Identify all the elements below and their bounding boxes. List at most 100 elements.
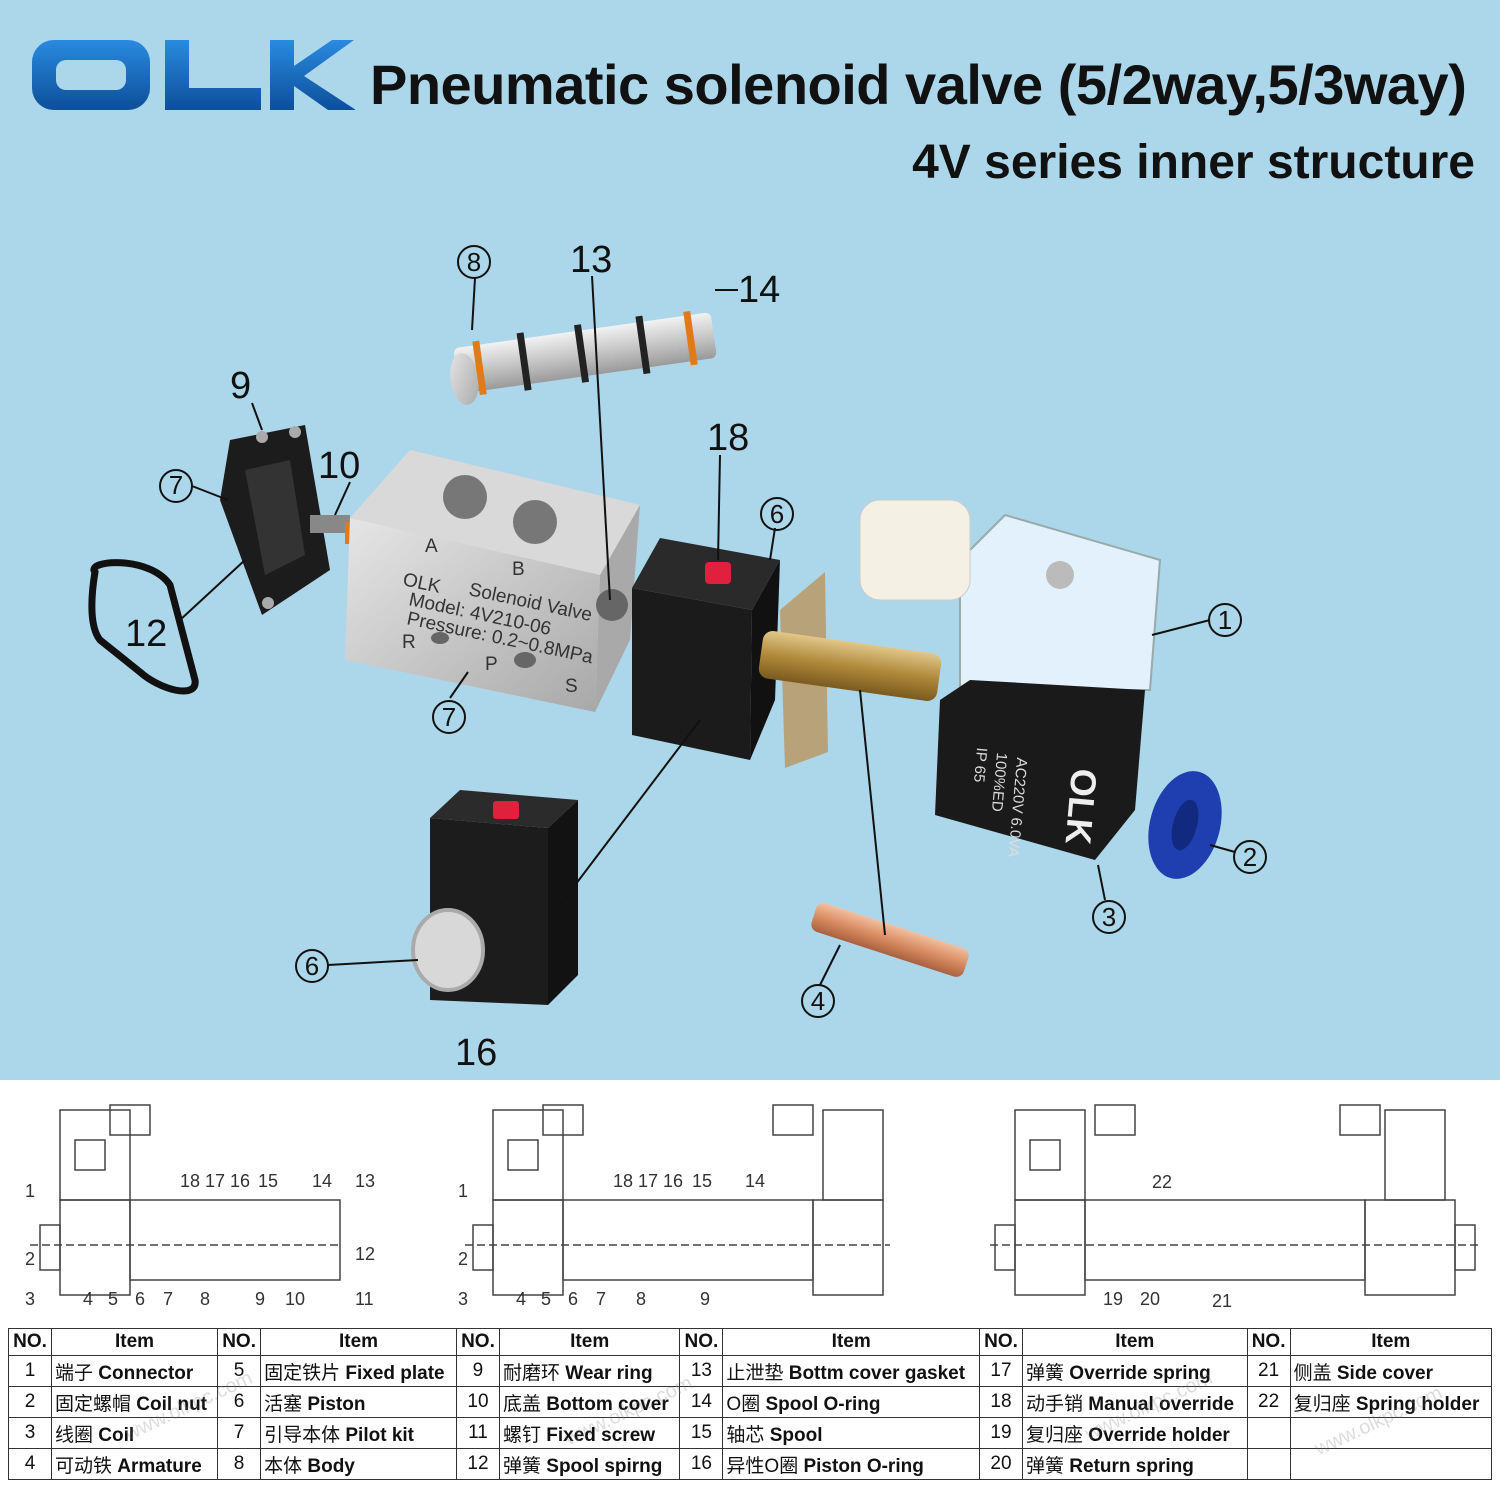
part-item: 底盖 Bottom cover [498,1386,681,1418]
port-a-text: A [425,536,438,557]
part-name-en: Side cover [1336,1362,1433,1384]
part-item: 可动铁 Armature [50,1448,219,1480]
part-name-cn: 线圈 [55,1424,94,1446]
part-name-en: Spring holder [1355,1393,1480,1415]
d1-label-6: 6 [135,1289,145,1309]
part-name-cn: 弹簧 [1026,1362,1065,1384]
col-no: NO. [217,1328,262,1356]
callout-3: 3 [1092,900,1126,934]
d1-label-7: 7 [163,1289,173,1309]
d3-label-19: 19 [1103,1289,1123,1309]
part-item: 异性O圈 Piston O-ring [722,1448,980,1480]
d2-label-4: 4 [516,1289,526,1309]
part-item: O圈 Spool O-ring [722,1386,980,1418]
part-number: 1 [8,1355,52,1387]
part-item [1289,1448,1493,1480]
part-item: 线圈 Coil [50,1417,219,1449]
part-name-cn: 止泄垫 [726,1362,784,1384]
part-name-cn: 引导本体 [264,1424,341,1446]
d1-label-11: 11 [355,1289,374,1309]
col-item: Item [1022,1328,1248,1356]
part-name-en: Piston O-ring [803,1455,924,1477]
callout-1: 1 [1208,603,1242,637]
part-number [1246,1417,1291,1449]
part-number: 21 [1246,1355,1291,1387]
part-number [1246,1448,1291,1480]
d1-label-13: 13 [355,1171,375,1191]
d1-label-12: 12 [355,1244,375,1264]
armature-tube-part [758,631,942,701]
part-name-en: Body [307,1455,355,1477]
part-name-en: Spool [769,1424,823,1446]
col-no: NO. [455,1328,500,1356]
svg-text:1: 1 [1218,605,1232,635]
d2-label-9: 9 [700,1289,710,1309]
part-name-cn: 固定螺帽 [55,1393,132,1415]
part-number: 19 [979,1417,1023,1449]
part-item: 止泄垫 Bottm cover gasket [722,1355,980,1387]
part-item: 动手销 Manual override [1022,1386,1248,1418]
part-name-en: Fixed screw [546,1424,656,1446]
d2-label-5: 5 [541,1289,551,1309]
drawing-5-2way-double [465,1104,890,1296]
spool-spring-part [310,515,350,533]
part-name-en: Override holder [1088,1424,1230,1446]
part-item: 活塞 Piston [260,1386,457,1418]
col-no: NO. [8,1328,52,1356]
part-number: 9 [455,1355,500,1387]
part-item: 螺钉 Fixed screw [498,1417,681,1449]
part-number: 8 [217,1448,262,1480]
leader-lines [179,275,1236,986]
coil-ed-text: 100%ED [988,752,1010,813]
port-b-text: B [512,559,525,580]
part-number: 18 [979,1386,1023,1418]
part-item: 固定螺帽 Coil nut [50,1386,219,1418]
drawing-5-3way [990,1104,1480,1296]
exploded-view-panel: Pneumatic solenoid valve (5/2way,5/3way)… [0,0,1500,1080]
callout-13: 12 [125,613,167,655]
callout-2: 2 [1233,840,1267,874]
part-number: 15 [679,1417,724,1449]
part-item: 本体 Body [260,1448,457,1480]
svg-text:6: 6 [770,499,784,529]
d2-label-8: 8 [636,1289,646,1309]
callout-6: 6 [295,949,329,983]
d1-label-16: 16 [230,1171,250,1191]
pilot-kit-part [632,538,780,760]
part-name-en: Coil [98,1424,135,1446]
d2-label-2: 2 [458,1249,468,1269]
part-name-cn: 轴芯 [726,1424,765,1446]
part-number: 17 [979,1355,1023,1387]
part-item: 端子 Connector [50,1355,219,1387]
part-name-cn: O圈 [726,1393,761,1415]
part-name-en: Fixed plate [345,1362,445,1384]
piston-part [411,908,485,992]
part-number: 20 [979,1448,1023,1480]
parts-table: NO. Item NO. Item NO. Item NO. Item NO. … [8,1328,1493,1480]
d2-label-1: 1 [458,1181,468,1201]
d2-label-15: 15 [692,1171,712,1191]
part-name-cn: 耐磨环 [502,1362,560,1384]
d1-label-9: 9 [255,1289,265,1309]
part-number: 11 [455,1417,500,1449]
part-name-cn: 本体 [264,1455,303,1477]
part-item: 轴芯 Spool [722,1417,980,1449]
d2-label-14: 14 [745,1171,765,1191]
coil-brand-text: OLK [1057,767,1104,846]
callout-16: 16 [455,1032,497,1074]
olk-logo [32,40,355,110]
part-name-en: Pilot kit [345,1424,414,1446]
part-name-cn: 异性O圈 [726,1455,799,1477]
part-item: 复归座 Override holder [1022,1417,1248,1449]
d2-label-16: 16 [663,1171,683,1191]
part-name-en: Coil nut [136,1393,207,1415]
connector-part [859,499,1162,691]
coil-ip-text: IP 65 [970,747,990,783]
col-item: Item [1289,1328,1493,1356]
port-p-text: P [485,654,498,675]
part-name-en: Connector [98,1362,194,1384]
d2-label-3: 3 [458,1289,468,1309]
